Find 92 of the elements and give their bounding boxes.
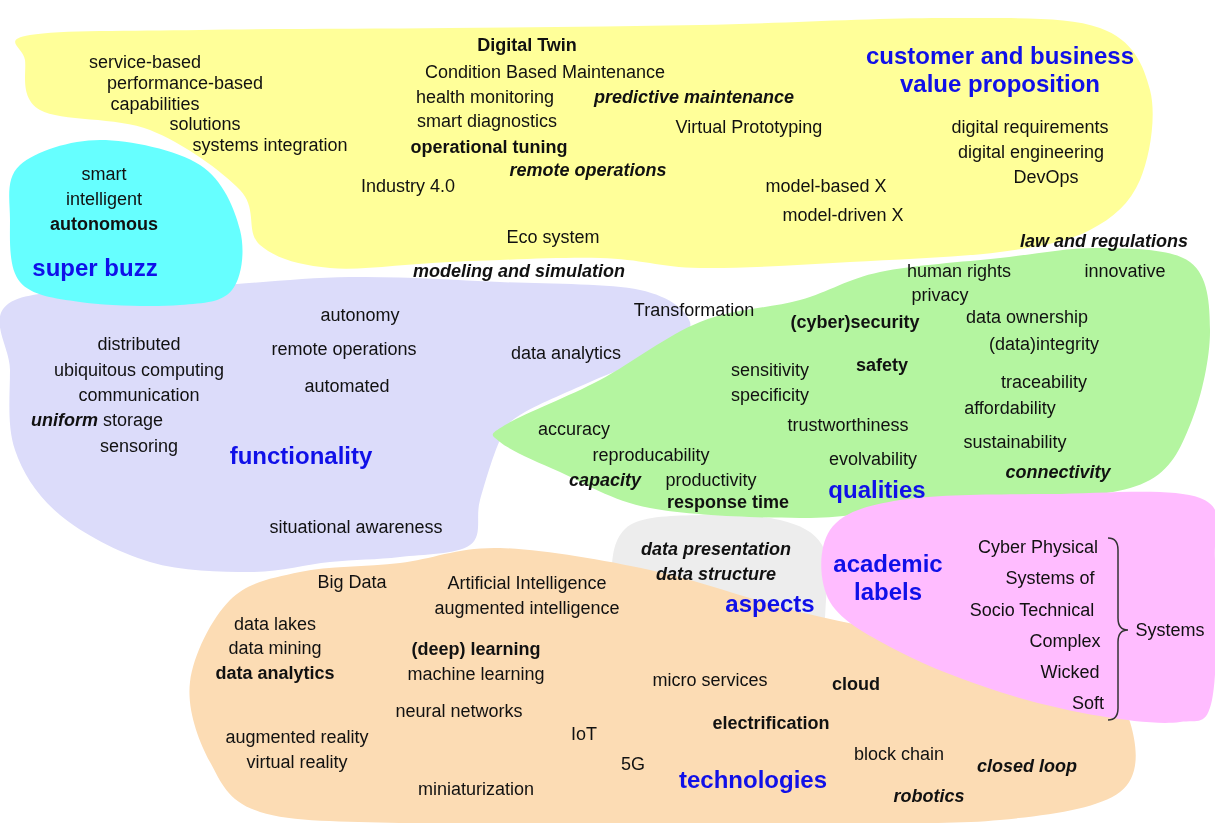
keyword: block chain xyxy=(853,743,945,765)
keyword: data lakes xyxy=(233,613,317,635)
keyword: sensitivity xyxy=(731,359,809,381)
keyword: remote operations xyxy=(271,338,417,360)
keyword: miniaturization xyxy=(417,778,535,800)
keyword: data ownership xyxy=(965,306,1089,328)
keyword: model-based X xyxy=(765,175,887,197)
keyword: operational tuning xyxy=(410,136,568,158)
category-heading: technologies xyxy=(679,766,827,794)
keyword: (data)integrity xyxy=(988,333,1100,355)
keyword: robotics xyxy=(893,785,965,807)
keyword: sustainability xyxy=(963,431,1067,453)
keyword: capacity xyxy=(569,469,641,491)
keyword: Soft xyxy=(1072,692,1104,714)
keyword: cloud xyxy=(832,673,880,695)
keyword: data mining xyxy=(228,637,322,659)
keyword: predictive maintenance xyxy=(593,86,795,108)
keyword: health monitoring xyxy=(415,86,555,108)
keyword: Complex xyxy=(1029,630,1101,652)
category-heading: qualities xyxy=(828,476,926,504)
keyword: Transformation xyxy=(633,299,755,321)
keyword: Artificial Intelligence xyxy=(447,572,607,594)
keyword: privacy xyxy=(911,284,969,306)
keyword: Systems of xyxy=(1005,567,1095,589)
keyword: capabilities xyxy=(110,93,200,115)
keyword: remote operations xyxy=(509,159,667,181)
keyword: Big Data xyxy=(317,571,387,593)
keyword: model-driven X xyxy=(782,204,904,226)
keyword: Socio Technical xyxy=(969,599,1095,621)
keyword: human rights xyxy=(906,260,1012,282)
keyword: law and regulations xyxy=(1020,230,1188,252)
category-heading: super buzz xyxy=(32,254,158,282)
keyword: communication xyxy=(78,384,200,406)
keyword: solutions xyxy=(169,113,241,135)
keyword: Industry 4.0 xyxy=(360,175,456,197)
keyword: intelligent xyxy=(65,188,143,210)
keyword: trustworthiness xyxy=(787,414,909,436)
keyword: digital engineering xyxy=(957,141,1105,163)
keyword: neural networks xyxy=(395,700,523,722)
keyword: distributed xyxy=(97,333,181,355)
keyword: response time xyxy=(667,491,789,513)
keyword: DevOps xyxy=(1013,166,1079,188)
keyword: (deep) learning xyxy=(411,638,541,660)
keyword: situational awareness xyxy=(269,516,443,538)
keyword: smart xyxy=(81,163,127,185)
keyword: IoT xyxy=(571,723,597,745)
keyword: service-based xyxy=(88,51,202,73)
keyword: sensoring xyxy=(100,435,178,457)
keyword: Cyber Physical xyxy=(978,536,1098,558)
keyword: Condition Based Maintenance xyxy=(424,61,666,83)
keyword: accuracy xyxy=(538,418,610,440)
keyword: Wicked xyxy=(1040,661,1100,683)
keyword: micro services xyxy=(652,669,768,691)
keyword: performance-based xyxy=(106,72,264,94)
keyword: data analytics xyxy=(215,662,335,684)
keyword: smart diagnostics xyxy=(416,110,558,132)
keyword: evolvability xyxy=(829,448,917,470)
category-heading: customer and business value proposition xyxy=(864,42,1136,98)
category-heading: academic labels xyxy=(832,550,944,606)
keyword: 5G xyxy=(621,753,645,775)
keyword: autonomy xyxy=(320,304,400,326)
keyword: modeling and simulation xyxy=(413,260,625,282)
keyword: traceability xyxy=(1001,371,1087,393)
keyword: machine learning xyxy=(407,663,545,685)
keyword: digital requirements xyxy=(951,116,1109,138)
keyword: augmented intelligence xyxy=(434,597,620,619)
keyword: systems integration xyxy=(192,134,348,156)
keyword: Systems xyxy=(1135,619,1205,641)
keyword: connectivity xyxy=(1005,461,1111,483)
keyword: closed loop xyxy=(977,755,1077,777)
keyword: ubiquitous computing xyxy=(53,359,225,381)
keyword: data structure xyxy=(656,563,776,585)
keyword: safety xyxy=(856,354,908,376)
category-heading: aspects xyxy=(725,590,815,618)
keyword: reproducability xyxy=(592,444,710,466)
keyword: uniform storage xyxy=(31,409,163,431)
keyword: data analytics xyxy=(510,342,622,364)
category-heading: functionality xyxy=(229,442,373,470)
keyword: automated xyxy=(304,375,390,397)
keyword: electrification xyxy=(712,712,830,734)
keyword: Virtual Prototyping xyxy=(675,116,823,138)
keyword: Eco system xyxy=(506,226,600,248)
keyword: (cyber)security xyxy=(790,311,920,333)
keyword: virtual reality xyxy=(246,751,348,773)
keyword: Digital Twin xyxy=(477,34,577,56)
keyword: data presentation xyxy=(641,538,791,560)
keyword: autonomous xyxy=(50,213,158,235)
keyword: augmented reality xyxy=(225,726,369,748)
keyword: specificity xyxy=(731,384,809,406)
keyword: affordability xyxy=(964,397,1056,419)
keyword: productivity xyxy=(665,469,757,491)
keyword: innovative xyxy=(1084,260,1166,282)
